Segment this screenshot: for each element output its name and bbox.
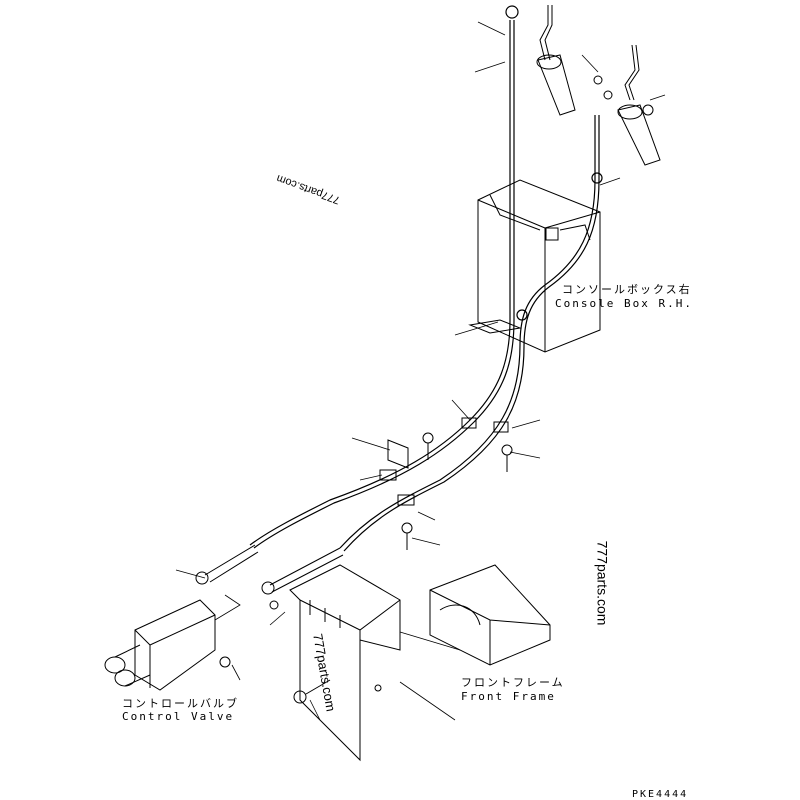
clamps [379, 417, 513, 550]
console-box-label-en: Console Box R.H. [555, 297, 693, 310]
console-box-label-jp: コンソールボックス右 [562, 283, 692, 296]
bracket [289, 564, 401, 762]
cable-right [339, 115, 603, 552]
lever-right [593, 44, 661, 166]
front-frame [429, 564, 551, 666]
console-box [468, 179, 601, 353]
control-valve [104, 599, 231, 691]
front-frame-label-en: Front Frame [461, 690, 556, 703]
watermark: 777parts.com [594, 540, 611, 626]
cable-left [249, 5, 519, 549]
drawing-code: PKE4444 [632, 789, 689, 800]
control-valve-label-jp: コントロールバルブ [122, 697, 239, 710]
front-frame-label-jp: フロントフレーム [461, 676, 565, 689]
cable-ends [195, 544, 344, 610]
leader-lines [175, 21, 666, 721]
lever-left [536, 5, 576, 116]
control-valve-label-en: Control Valve [122, 710, 235, 723]
